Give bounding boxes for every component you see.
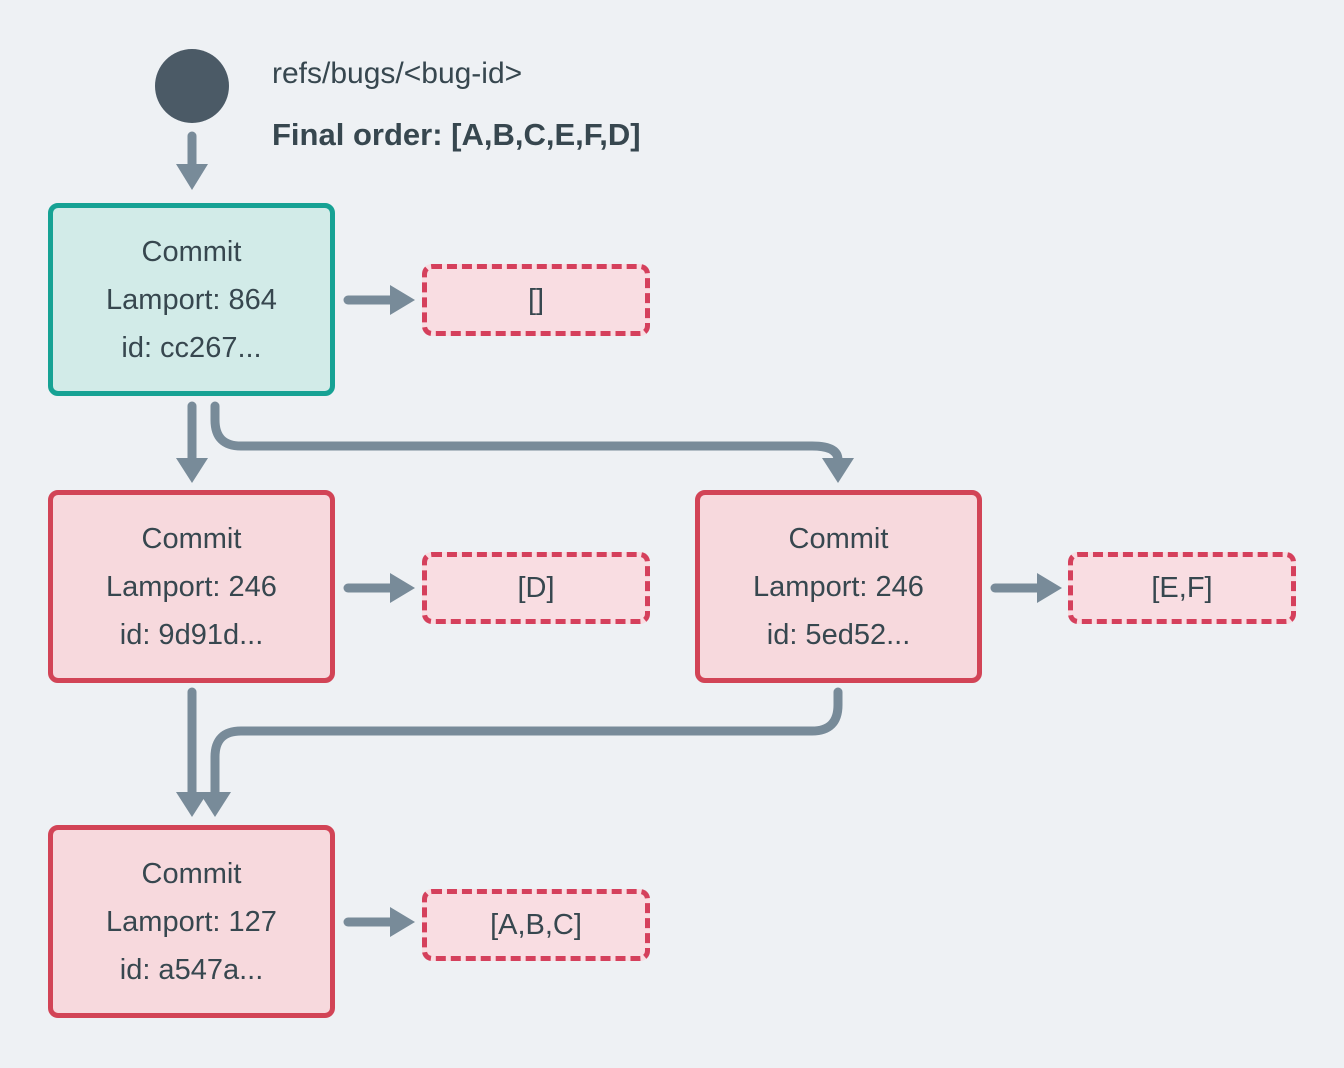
arrow-commit2-to-ops2-head xyxy=(1037,573,1062,603)
ops-list-label: [A,B,C] xyxy=(490,908,582,941)
ops-list-label: [D] xyxy=(517,571,555,604)
arrow-commit0-to-commit2-line xyxy=(210,401,843,465)
commit-id: id: cc267... xyxy=(121,331,262,364)
commit-title: Commit xyxy=(141,857,242,890)
arrow-ref-to-commit0-head xyxy=(176,164,208,190)
commit-lamport: Lamport: 246 xyxy=(753,570,924,603)
commit-lamport: Lamport: 127 xyxy=(106,905,277,938)
final-order-label: Final order: [A,B,C,E,F,D] xyxy=(272,117,641,152)
commit-title: Commit xyxy=(141,522,242,555)
commit-title: Commit xyxy=(788,522,889,555)
arrow-commit0-to-commit1-head xyxy=(176,458,208,483)
commit-id: id: a547a... xyxy=(119,953,264,986)
ops-list-d: [D] xyxy=(422,552,650,624)
branch-ref-label: refs/bugs/<bug-id> xyxy=(272,57,523,90)
arrow-commit2-to-commit3-line xyxy=(210,687,843,797)
ops-list-label: [] xyxy=(527,283,545,316)
commit-lamport: Lamport: 864 xyxy=(106,283,277,316)
commit-node-head: Commit Lamport: 864 id: cc267... xyxy=(48,203,335,396)
commit-node-right: Commit Lamport: 246 id: 5ed52... xyxy=(695,490,982,683)
commit-node-left: Commit Lamport: 246 id: 9d91d... xyxy=(48,490,335,683)
commit-id: id: 9d91d... xyxy=(119,618,264,651)
ops-list-abc: [A,B,C] xyxy=(422,889,650,961)
arrow-commit1-to-ops1-head xyxy=(390,573,415,603)
ops-list-empty: [] xyxy=(422,264,650,336)
branch-ref-node xyxy=(155,49,229,123)
arrow-commit2-to-commit3-head xyxy=(199,792,231,817)
arrow-commit0-to-commit2-head xyxy=(822,458,854,483)
ops-list-label: [E,F] xyxy=(1151,571,1213,604)
arrow-commit1-to-commit3-head xyxy=(176,792,208,817)
commit-title: Commit xyxy=(141,235,242,268)
commit-id: id: 5ed52... xyxy=(766,618,911,651)
arrow-commit0-to-ops0-head xyxy=(390,285,415,315)
commit-lamport: Lamport: 246 xyxy=(106,570,277,603)
ops-list-ef: [E,F] xyxy=(1068,552,1296,624)
commit-node-root: Commit Lamport: 127 id: a547a... xyxy=(48,825,335,1018)
arrow-commit3-to-ops3-head xyxy=(390,907,415,937)
